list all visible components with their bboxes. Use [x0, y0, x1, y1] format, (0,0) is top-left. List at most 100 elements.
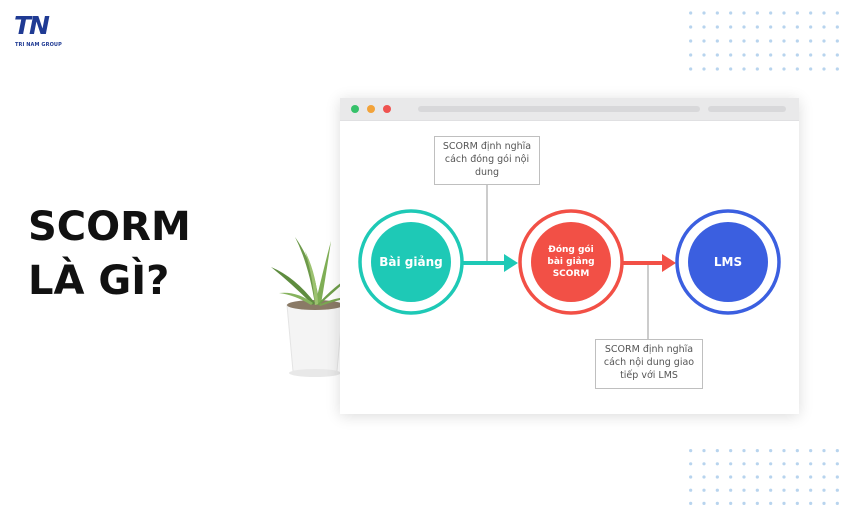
decor-dot: [795, 39, 799, 43]
decor-dot: [809, 488, 813, 492]
note-packaging-line-3: dung: [474, 167, 500, 178]
decor-dot: [702, 475, 706, 479]
decor-dot: [729, 39, 733, 43]
decor-dot: [729, 501, 733, 505]
decor-dot: [835, 39, 839, 43]
decor-dot: [822, 501, 826, 505]
decor-dot: [742, 25, 746, 29]
potted-plant-icon: [271, 237, 353, 377]
node-dong-goi: [531, 222, 611, 302]
window-dot-red-icon: [383, 105, 391, 113]
decor-dot: [769, 25, 773, 29]
decor-dot: [809, 449, 813, 453]
decor-dot: [835, 11, 839, 15]
decor-dot: [755, 53, 759, 57]
decor-dot: [822, 449, 826, 453]
decor-dot: [822, 53, 826, 57]
decor-dot: [689, 449, 693, 453]
note-packaging-line-1: SCORM định nghĩa: [442, 141, 532, 152]
decor-dot: [689, 53, 693, 57]
address-bar-secondary: [708, 106, 786, 112]
decor-dot: [689, 462, 693, 466]
decor-dot: [715, 67, 719, 71]
decor-dot: [715, 475, 719, 479]
decor-dot: [809, 25, 813, 29]
logo-mark: TN: [14, 11, 50, 40]
arrow-2-head: [662, 254, 676, 272]
decor-dot: [769, 475, 773, 479]
decor-dot: [755, 67, 759, 71]
decor-dot: [769, 11, 773, 15]
browser-window: Bài giảng Đóng gói bài giảng SCORM LMS S…: [340, 98, 799, 414]
decor-dot: [835, 475, 839, 479]
decor-dot: [742, 53, 746, 57]
decor-dot: [742, 39, 746, 43]
decor-dot: [769, 488, 773, 492]
decor-dot: [742, 11, 746, 15]
decor-dot: [769, 39, 773, 43]
window-title-bar: [340, 98, 799, 121]
window-dot-orange-icon: [367, 105, 375, 113]
decor-dot: [769, 501, 773, 505]
decor-dot: [822, 488, 826, 492]
decor-dot: [795, 462, 799, 466]
decor-dot: [782, 488, 786, 492]
decor-dot: [729, 475, 733, 479]
decor-dot: [729, 488, 733, 492]
decor-dot: [742, 475, 746, 479]
decor-dot: [809, 501, 813, 505]
page-title: SCORM LÀ GÌ?: [28, 200, 238, 308]
note-communication-line-1: SCORM định nghĩa: [604, 344, 694, 355]
decor-dot: [742, 501, 746, 505]
decor-dot: [689, 39, 693, 43]
decor-dot: [715, 488, 719, 492]
title-line-1: SCORM: [28, 204, 191, 250]
node-bai-giang: [371, 222, 451, 302]
decor-dot: [715, 462, 719, 466]
decor-dot: [715, 501, 719, 505]
decor-dot: [702, 501, 706, 505]
decor-dot: [809, 462, 813, 466]
decor-dot: [702, 11, 706, 15]
node-dong-goi-label: Đóng gói bài giảng SCORM: [523, 232, 619, 292]
decor-dot: [689, 475, 693, 479]
decor-dot: [795, 449, 799, 453]
decor-dot: [822, 67, 826, 71]
decor-dot: [742, 462, 746, 466]
decor-dot: [729, 53, 733, 57]
decor-dot: [795, 475, 799, 479]
decor-dot: [702, 462, 706, 466]
decor-dot: [822, 39, 826, 43]
decor-dot: [769, 462, 773, 466]
decor-dot: [702, 67, 706, 71]
decor-dot: [822, 462, 826, 466]
node-lms: [688, 222, 768, 302]
decor-dot: [795, 11, 799, 15]
dot-grid-bottom: [689, 449, 839, 505]
decor-dot: [782, 53, 786, 57]
decor-dot: [715, 449, 719, 453]
node-lms-label: LMS: [713, 255, 743, 269]
decor-dot: [702, 53, 706, 57]
decor-dot: [755, 501, 759, 505]
decor-dot: [835, 25, 839, 29]
decor-dot: [809, 39, 813, 43]
decor-dot: [809, 53, 813, 57]
decor-dot: [782, 462, 786, 466]
note-communication: SCORM định nghĩa cách nội dung giao tiếp…: [595, 339, 703, 389]
logo-subtext: TRI NAM GROUP: [15, 42, 62, 48]
decor-dot: [782, 11, 786, 15]
decor-dot: [835, 501, 839, 505]
decor-dot: [809, 67, 813, 71]
decor-dot: [729, 11, 733, 15]
decor-dot: [795, 53, 799, 57]
decor-dot: [689, 67, 693, 71]
decor-dot: [755, 449, 759, 453]
decor-dot: [702, 39, 706, 43]
node-bai-giang-label: Bài giảng: [379, 255, 443, 269]
decor-dot: [729, 25, 733, 29]
note-communication-line-2: cách nội dung giao: [603, 357, 695, 368]
decor-dot: [755, 11, 759, 15]
address-bar: [418, 106, 700, 112]
decor-dot: [835, 53, 839, 57]
